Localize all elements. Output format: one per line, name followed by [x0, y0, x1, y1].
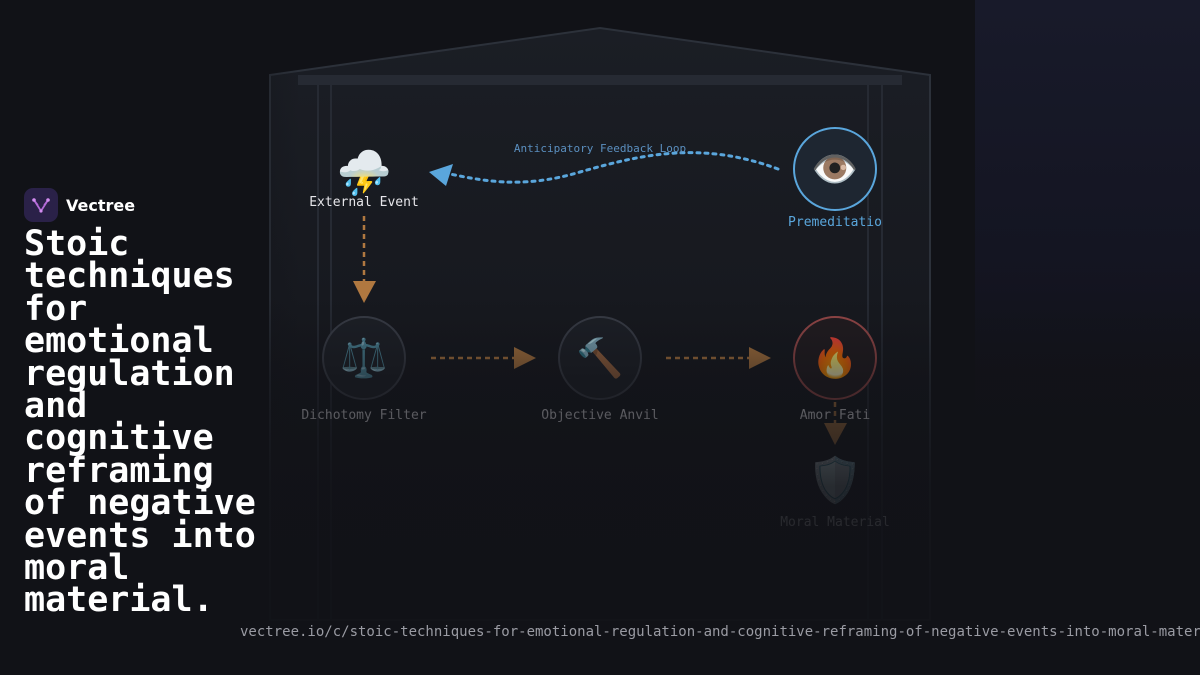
node-label-premeditatio: Premeditatio — [788, 215, 882, 230]
eye-icon: 👁️ — [811, 146, 859, 191]
node-label-amor-fati: Amor Fati — [799, 408, 871, 423]
page-url[interactable]: vectree.io/c/stoic-techniques-for-emotio… — [240, 624, 1200, 640]
node-premeditatio[interactable]: 👁️ Premeditatio — [788, 127, 882, 230]
shield-icon: 🛡️ — [807, 455, 863, 506]
amor-fati-circle: 🔥 — [793, 316, 877, 400]
node-label-external-event: External Event — [309, 195, 419, 210]
node-label-objective-anvil: Objective Anvil — [541, 408, 659, 423]
node-label-moral-material: Moral Material — [780, 515, 890, 530]
page-title: Stoic techniques for emotional regulatio… — [24, 224, 256, 621]
node-label-dichotomy-filter: Dichotomy Filter — [301, 408, 427, 423]
scales-icon: ⚖️ — [340, 335, 388, 380]
objective-anvil-circle: 🔨 — [558, 316, 642, 400]
feedback-loop-label: Anticipatory Feedback Loop — [514, 142, 686, 155]
node-objective-anvil[interactable]: 🔨 Objective Anvil — [541, 316, 659, 423]
temple-architrave — [298, 75, 902, 85]
vectree-logo-icon — [24, 188, 58, 222]
node-external-event[interactable]: ⛈️ External Event — [309, 132, 419, 216]
node-moral-material[interactable]: 🛡️ Moral Material — [780, 446, 890, 530]
dichotomy-filter-circle: ⚖️ — [322, 316, 406, 400]
node-dichotomy-filter[interactable]: ⚖️ Dichotomy Filter — [301, 316, 427, 423]
left-fade-overlay — [0, 0, 300, 675]
node-amor-fati[interactable]: 🔥 Amor Fati — [793, 316, 877, 423]
fire-icon: 🔥 — [811, 335, 859, 380]
premeditatio-circle: 👁️ — [793, 127, 877, 211]
brand[interactable]: Vectree — [24, 188, 135, 222]
brand-name: Vectree — [66, 195, 136, 215]
hammer-icon: 🔨 — [576, 335, 624, 380]
